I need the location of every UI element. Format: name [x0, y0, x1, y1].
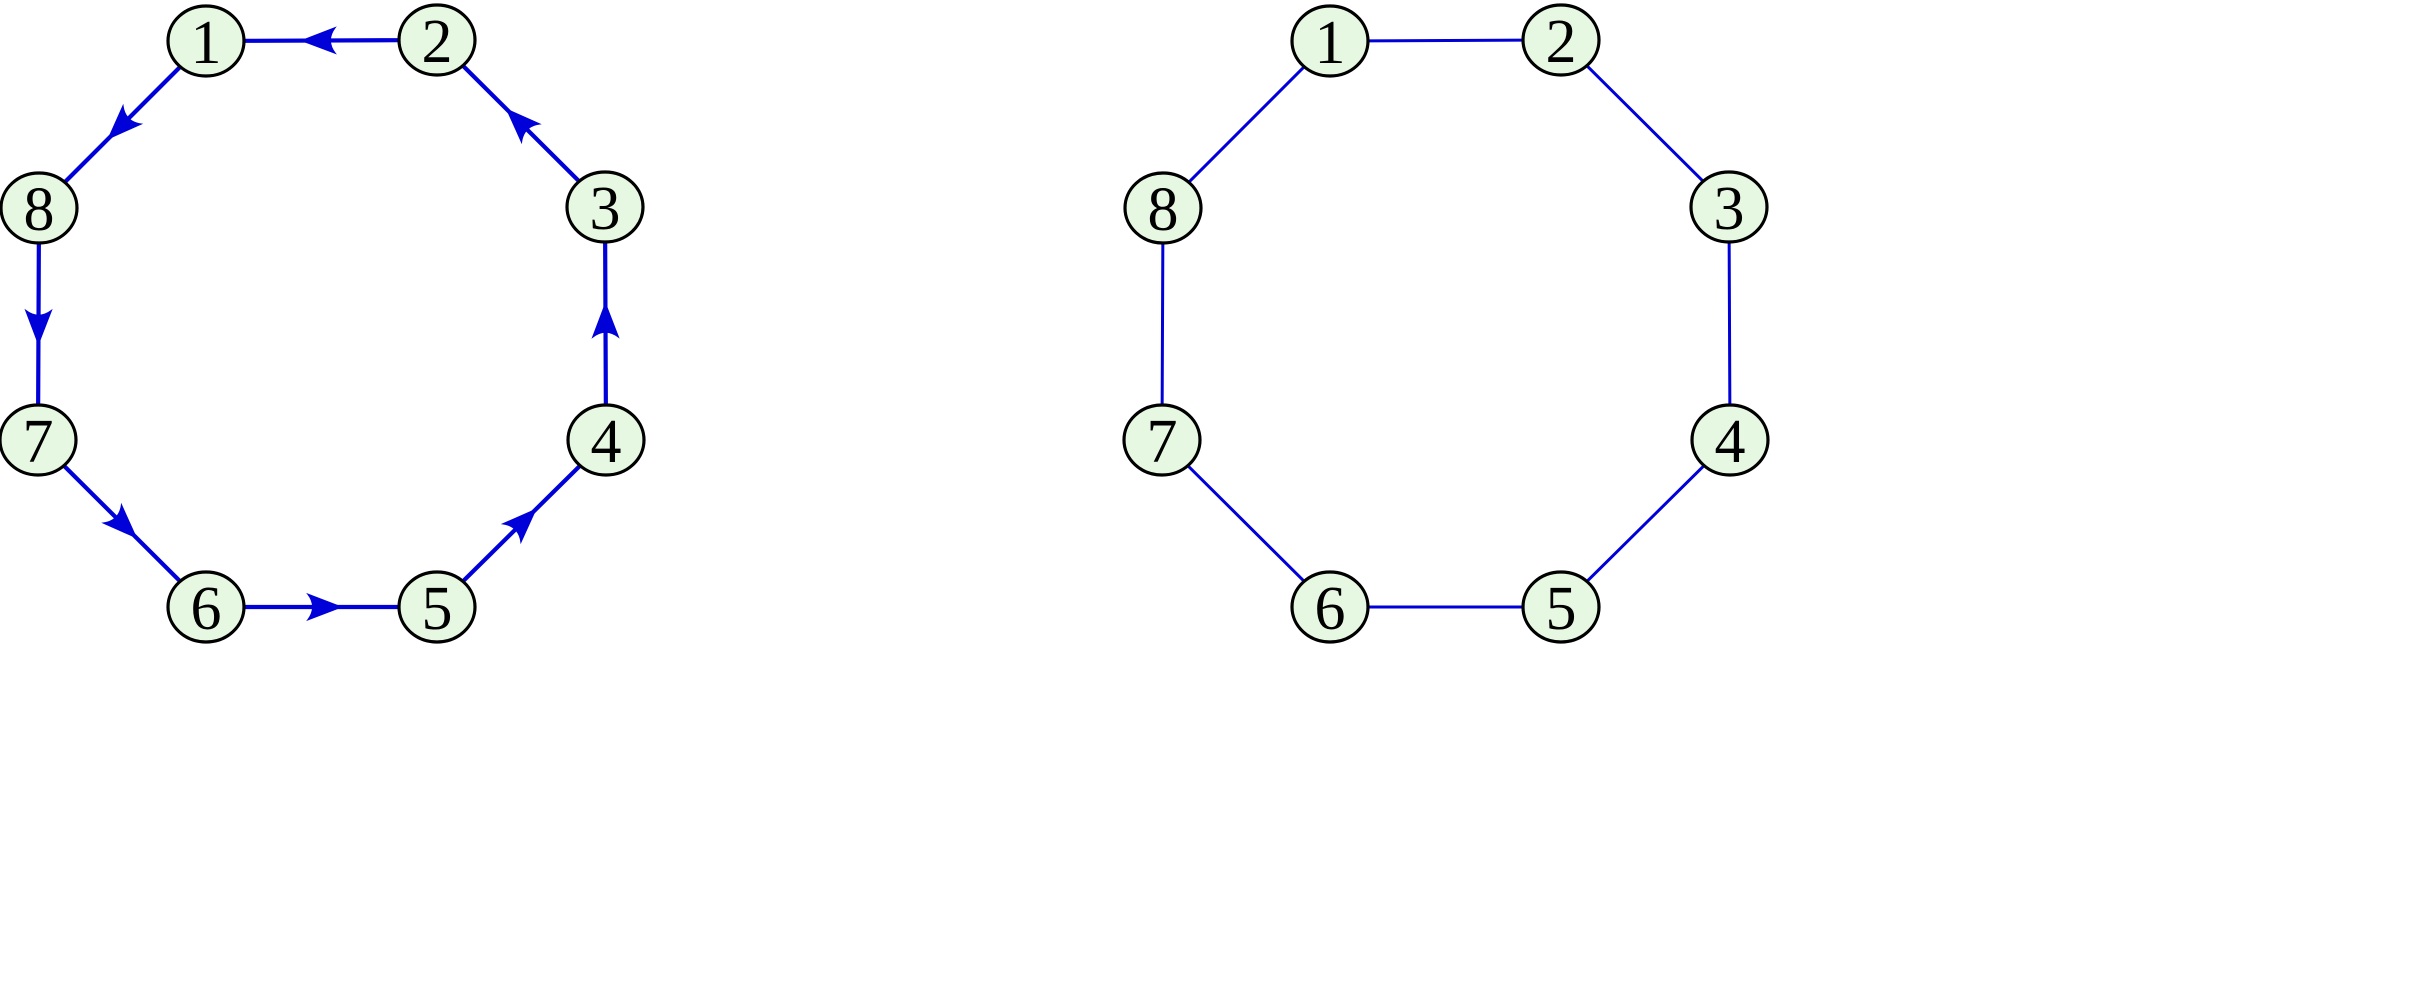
edge-7-8 [1160, 241, 1165, 407]
node-label: 1 [191, 9, 222, 77]
node-right-graph-7[interactable]: 7 [1122, 403, 1202, 477]
node-circle-icon [1123, 171, 1203, 245]
node-left-graph-2[interactable]: 2 [397, 3, 477, 77]
node-circle-icon [1122, 403, 1202, 477]
node-circle-icon [1290, 4, 1370, 78]
node-circle-icon [0, 171, 79, 245]
node-left-graph-4[interactable]: 4 [566, 403, 646, 477]
node-label: 2 [422, 8, 453, 76]
node-circle-icon [1290, 570, 1370, 644]
node-label: 4 [591, 408, 622, 476]
node-circle-icon [397, 570, 477, 644]
node-circle-icon [1521, 3, 1601, 77]
arrowhead-8-7 [24, 308, 53, 346]
arrowhead-4-3 [591, 301, 620, 339]
node-circle-icon [0, 403, 78, 477]
node-label: 4 [1715, 408, 1746, 476]
edge-2-3 [1585, 64, 1705, 183]
node-circle-icon [1521, 570, 1601, 644]
node-label: 7 [23, 408, 54, 476]
node-right-graph-1[interactable]: 1 [1290, 4, 1370, 78]
node-label: 8 [1148, 176, 1179, 244]
node-circle-icon [565, 170, 645, 244]
node-label: 3 [1714, 175, 1745, 243]
arrowhead-2-1 [299, 26, 337, 55]
edge-3-4 [1727, 240, 1732, 407]
node-circle-icon [166, 570, 246, 644]
arrowhead-5-4 [500, 508, 537, 545]
node-left-graph-5[interactable]: 5 [397, 570, 477, 644]
node-circle-icon [1689, 170, 1769, 244]
node-right-graph-6[interactable]: 6 [1290, 570, 1370, 644]
edges-layer [24, 26, 1732, 622]
node-circle-icon [1690, 403, 1770, 477]
node-left-graph-7[interactable]: 7 [0, 403, 78, 477]
arrowhead-1-8 [107, 103, 144, 140]
edge-8-1 [1187, 65, 1306, 184]
node-right-graph-3[interactable]: 3 [1689, 170, 1769, 244]
node-label: 3 [590, 175, 621, 243]
node-right-graph-2[interactable]: 2 [1521, 3, 1601, 77]
node-label: 6 [191, 575, 222, 643]
node-circle-icon [566, 403, 646, 477]
edge-6-7 [1186, 464, 1306, 583]
node-left-graph-8[interactable]: 8 [0, 171, 79, 245]
node-circle-icon [166, 4, 246, 78]
nodes-layer: 1 2 3 4 5 6 7 8 1 2 3 4 5 6 7 8 [0, 3, 1770, 644]
node-label: 1 [1315, 9, 1346, 77]
node-label: 6 [1315, 575, 1346, 643]
node-label: 7 [1147, 408, 1178, 476]
node-right-graph-5[interactable]: 5 [1521, 570, 1601, 644]
arrowhead-3-2 [505, 108, 542, 145]
node-right-graph-8[interactable]: 8 [1123, 171, 1203, 245]
node-right-graph-4[interactable]: 4 [1690, 403, 1770, 477]
edge-1-2 [1366, 38, 1525, 43]
arrowhead-6-5 [306, 592, 344, 622]
edge-4-5 [1585, 464, 1706, 583]
node-label: 2 [1546, 8, 1577, 76]
node-label: 5 [422, 575, 453, 643]
node-circle-icon [397, 3, 477, 77]
node-left-graph-6[interactable]: 6 [166, 570, 246, 644]
arrowhead-7-6 [101, 502, 138, 539]
node-label: 8 [24, 176, 55, 244]
node-left-graph-1[interactable]: 1 [166, 4, 246, 78]
node-left-graph-3[interactable]: 3 [565, 170, 645, 244]
node-label: 5 [1546, 575, 1577, 643]
